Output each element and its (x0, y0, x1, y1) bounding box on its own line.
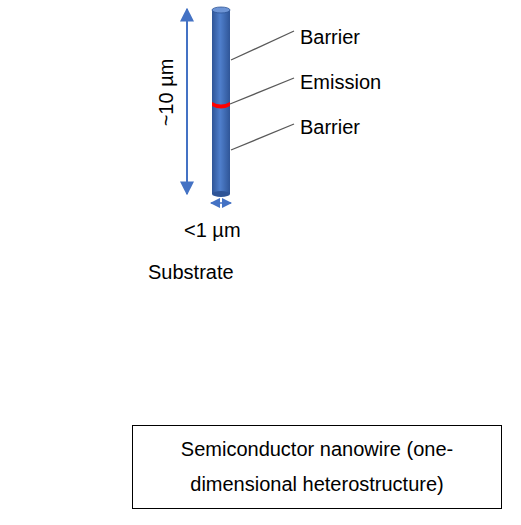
leader-line (231, 31, 294, 60)
dimension-label: <1 µm (184, 219, 241, 242)
emission-layer (212, 102, 230, 109)
leader-line (231, 124, 294, 150)
part-label: Emission (300, 71, 381, 94)
leader-line (230, 78, 294, 104)
caption-box: Semiconductor nanowire (one-dimensional … (132, 425, 502, 509)
nanowire (212, 7, 230, 197)
length-dimension (186, 9, 188, 194)
caption-text: Semiconductor nanowire (one-dimensional … (152, 432, 482, 502)
dimension-label: ~10 µm (155, 59, 178, 127)
diameter-dimension (211, 202, 231, 204)
part-label: Barrier (300, 116, 360, 139)
substrate-label: Substrate (148, 261, 234, 284)
part-label: Barrier (300, 26, 360, 49)
